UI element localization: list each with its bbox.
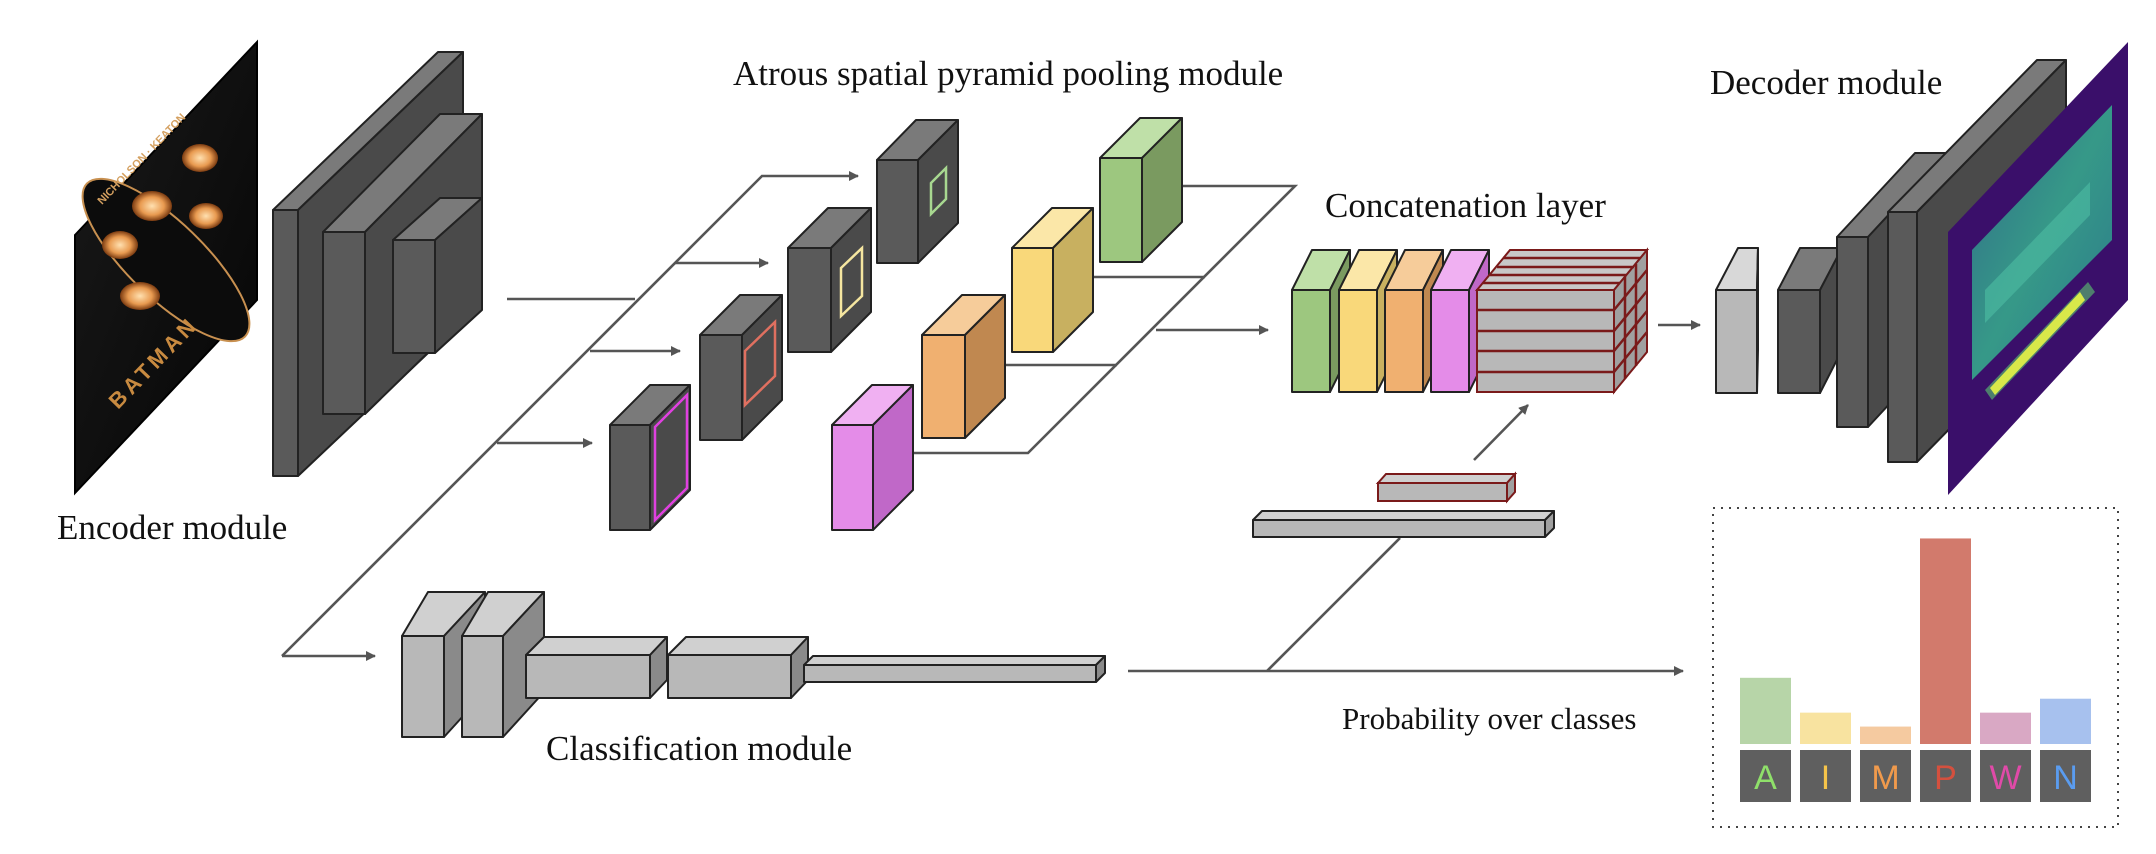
category-label-P: P: [1934, 759, 1957, 797]
bar-I: [1800, 712, 1851, 744]
aspp-orange-block: [921, 294, 1006, 439]
aspp-yellow-block: [1011, 207, 1094, 353]
feature-bar-small: [1375, 471, 1518, 504]
category-box-M: [1860, 750, 1911, 802]
aspp-green-block: [1099, 117, 1183, 263]
chart-frame: [1712, 507, 2119, 828]
connectors: [281, 171, 1701, 676]
category-label-M: M: [1871, 759, 1899, 797]
category-box-W: [1980, 750, 2031, 802]
decoder-module-label: Decoder module: [1710, 63, 1942, 102]
encoder-module-label: Encoder module: [57, 508, 287, 547]
chart-bars: [1740, 538, 2091, 744]
class-block-3: [525, 636, 668, 699]
decoder-block-2: [1777, 247, 1843, 394]
concatenation-layer: [1291, 247, 1650, 395]
aspp-output-blocks: [831, 117, 1183, 531]
probability-label: Probability over classes: [1342, 701, 1636, 736]
decoder-block-1: [1715, 247, 1759, 394]
encoder-module: NICHOLSON · KEATON BATMAN: [74, 39, 483, 496]
class-block-4: [667, 636, 809, 699]
aspp-dark-block-2: [699, 294, 783, 441]
input-image: NICHOLSON · KEATON BATMAN: [74, 39, 258, 496]
classification-module: [401, 591, 1106, 738]
classification-module-label: Classification module: [546, 729, 852, 768]
category-label-W: W: [1989, 759, 2021, 797]
aspp-dark-block-3: [787, 207, 872, 353]
category-label-A: A: [1754, 759, 1777, 797]
bar-M: [1860, 726, 1911, 744]
category-label-I: I: [1821, 759, 1830, 797]
concatenation-layer-label: Concatenation layer: [1325, 186, 1606, 225]
aspp-dark-block-1: [609, 384, 691, 531]
category-box-N: [2040, 750, 2091, 802]
category-label-N: N: [2053, 759, 2078, 797]
encoder-block-3: [392, 197, 483, 354]
aspp-dark-block-4: [876, 119, 959, 264]
category-box-P: [1920, 750, 1971, 802]
aspp-magenta-block: [831, 384, 914, 531]
bar-A: [1740, 677, 1791, 744]
class-block-2: [461, 591, 545, 738]
aspp-module-label: Atrous spatial pyramid pooling module: [733, 54, 1283, 93]
aspp-branch-blocks: [609, 119, 959, 531]
class-block-5: [803, 655, 1106, 683]
category-box-A: [1740, 750, 1791, 802]
bar-N: [2040, 698, 2091, 744]
decoder-module: [1715, 42, 2128, 495]
output-heatmap: [1948, 42, 2128, 495]
category-box-I: [1800, 750, 1851, 802]
bar-P: [1920, 538, 1971, 744]
bar-W: [1980, 712, 2031, 744]
feature-bar-long: [1252, 510, 1555, 538]
concat-grid-block: [1474, 247, 1650, 395]
